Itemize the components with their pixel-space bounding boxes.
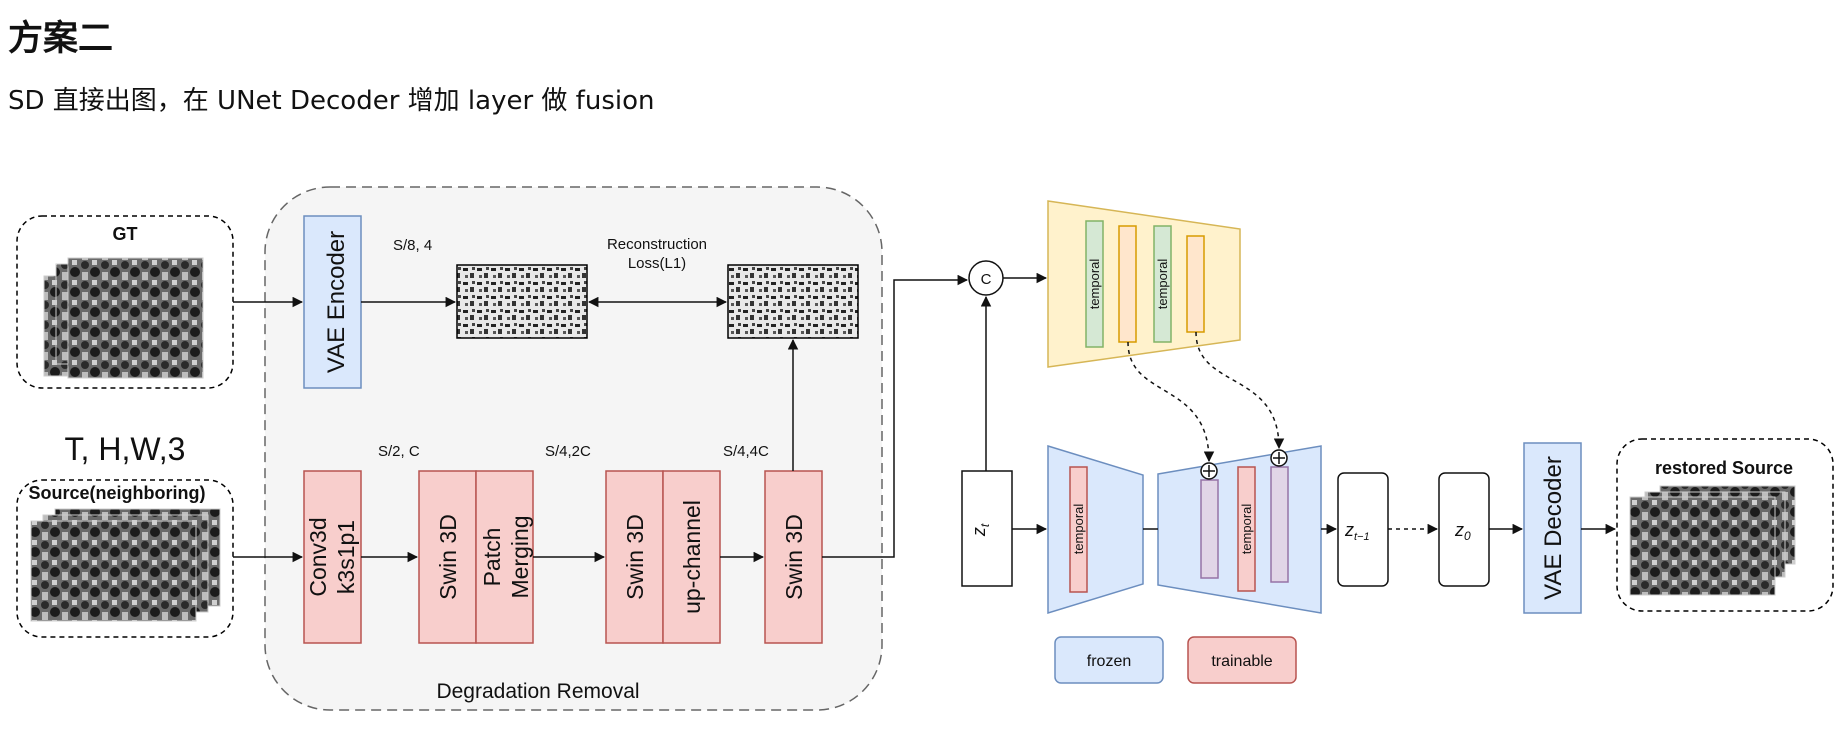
swin3d-label-2: Swin 3D <box>622 514 648 600</box>
recon-loss-label-2: Loss(L1) <box>628 255 686 272</box>
temporal-label-2: temporal <box>1155 259 1170 310</box>
gt-image-front <box>67 257 204 379</box>
dim-label-s8: S/8, 4 <box>393 237 432 254</box>
legend-frozen-label: frozen <box>1087 653 1131 670</box>
unet-encoder-temporal-label: temporal <box>1071 504 1086 555</box>
temporal-layer-2 <box>1153 225 1172 343</box>
zt-1-label: zt−1 <box>1344 520 1370 543</box>
latent-image-left <box>456 264 588 339</box>
conv3d-block <box>303 470 362 644</box>
gt-label: GT <box>113 224 138 244</box>
vae-encoder-block <box>303 215 362 389</box>
input-shape-label: T, H,W,3 <box>65 431 186 467</box>
source-image-front <box>30 520 197 622</box>
conv3d-label-2: k3s1p1 <box>333 520 359 594</box>
output-label: restored Source <box>1655 458 1793 478</box>
z0-symbol: z <box>1454 520 1464 540</box>
unet-encoder <box>1047 444 1144 615</box>
legend-trainable-label: trainable <box>1211 653 1272 670</box>
patch-merging-label-1: Patch <box>479 528 505 587</box>
vae-decoder-label: VAE Decoder <box>1540 456 1567 600</box>
legend-trainable-swatch <box>1187 636 1297 684</box>
fusion-layer-decoder-1 <box>1200 479 1219 579</box>
z0-subscript: 0 <box>1464 529 1471 543</box>
fusion-layer-decoder-2 <box>1270 466 1289 583</box>
zt-1-symbol: z <box>1344 520 1354 540</box>
degradation-removal-label: Degradation Removal <box>436 680 639 703</box>
add-node-2 <box>1270 449 1288 467</box>
source-label: Source(neighboring) <box>29 483 206 503</box>
dim-label-s4-2c: S/4,2C <box>545 443 591 460</box>
zt-label: zt <box>969 523 992 537</box>
swin3d-block-2 <box>605 470 664 644</box>
vae-decoder-block <box>1523 442 1582 614</box>
latent-image-right <box>727 264 859 339</box>
controlnet-skip-connections <box>1127 331 1285 463</box>
conv3d-label-1: Conv3d <box>305 517 331 596</box>
concat-symbol: C <box>981 271 992 288</box>
diffusion-arrows <box>980 272 1617 535</box>
z0-label: z0 <box>1454 520 1471 543</box>
unet-decoder-temporal-label: temporal <box>1239 504 1254 555</box>
page-title: 方案二 <box>8 19 114 59</box>
controlnet-encoder <box>1047 200 1241 368</box>
output-image-front <box>1629 496 1776 596</box>
up-channel-label: up-channel <box>679 500 705 614</box>
unet-encoder-temporal <box>1069 466 1088 593</box>
temporal-label-1: temporal <box>1087 259 1102 310</box>
swin3d-block-1 <box>418 470 477 644</box>
swin3d-label-3: Swin 3D <box>781 514 807 600</box>
page-subtitle: SD 直接出图，在 UNet Decoder 增加 layer 做 fusion <box>8 86 655 116</box>
fusion-layer-1 <box>1118 225 1137 343</box>
legend-frozen-swatch <box>1054 636 1164 684</box>
zt-subscript: t <box>978 523 992 527</box>
recon-loss-label-1: Reconstruction <box>607 236 707 253</box>
swin3d-label-1: Swin 3D <box>435 514 461 600</box>
zt-latent-block <box>961 470 1013 587</box>
zt-symbol: z <box>969 527 989 537</box>
fusion-layer-2 <box>1186 235 1205 333</box>
unet-decoder-temporal <box>1237 466 1256 592</box>
temporal-layer-1 <box>1085 220 1104 348</box>
dim-label-s2: S/2, C <box>378 443 420 460</box>
up-channel-block <box>662 470 721 644</box>
add-node-1 <box>1200 462 1218 480</box>
patch-merging-label-2: Merging <box>507 515 533 598</box>
degradation-arrows <box>233 274 969 563</box>
dim-label-s4-4c: S/4,4C <box>723 443 769 460</box>
zt-1-subscript: t−1 <box>1354 531 1370 543</box>
vae-encoder-label: VAE Encoder <box>323 231 350 373</box>
